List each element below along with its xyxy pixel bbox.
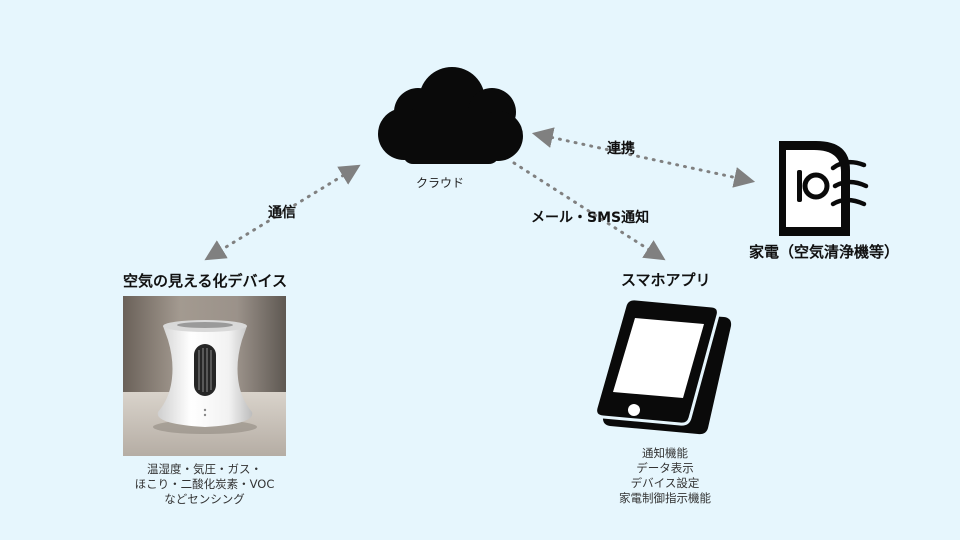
smartphone-icon: [594, 297, 732, 435]
air-purifier-icon: [779, 141, 869, 236]
connector-cloud-device: [204, 164, 361, 261]
edge-label-notification: メール・SMS通知: [531, 210, 650, 226]
device-caption-line: ほこり・二酸化炭素・VOC: [134, 477, 275, 491]
appliance-label: 家電（空気清浄機等）: [749, 243, 900, 261]
smartphone-caption-line: 通知機能: [642, 446, 688, 460]
edge-label-integration: 連携: [607, 141, 635, 157]
device-caption: 温湿度・気圧・ガス・ ほこり・二酸化炭素・VOC などセンシング: [123, 462, 286, 507]
cloud-icon: [378, 67, 523, 164]
connector-cloud-appliance: [531, 127, 756, 188]
cloud-label: クラウド: [416, 176, 465, 190]
device-label: 空気の見える化デバイス: [123, 272, 288, 290]
smartphone-caption-line: 家電制御指示機能: [619, 491, 711, 505]
device-caption-line: などセンシング: [164, 492, 245, 506]
smartphone-label: スマホアプリ: [621, 271, 711, 289]
device-caption-line: 温湿度・気圧・ガス・: [147, 462, 262, 476]
air-monitor-device-photo: [123, 296, 286, 456]
smartphone-caption-line: データ表示: [636, 461, 694, 475]
smartphone-caption-line: デバイス設定: [630, 476, 700, 490]
edge-label-communication: 通信: [268, 205, 296, 221]
connector-cloud-phone: [512, 161, 666, 261]
smartphone-caption: 通知機能 データ表示 デバイス設定 家電制御指示機能: [590, 446, 740, 506]
